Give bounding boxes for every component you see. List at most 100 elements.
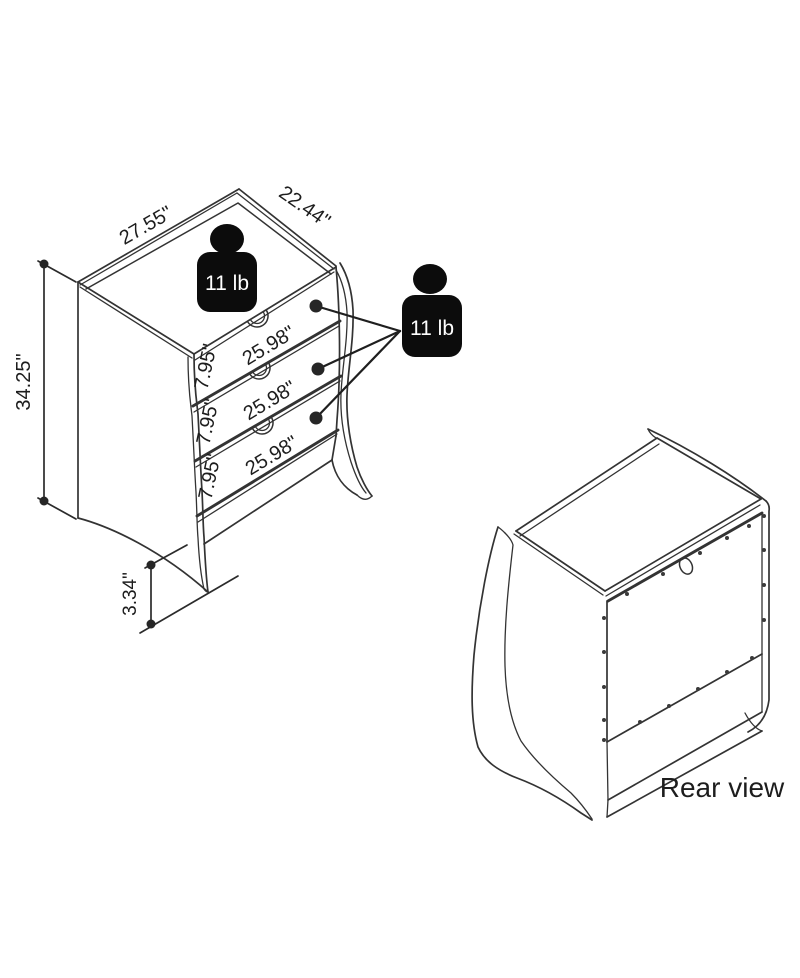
screw-dot (747, 524, 751, 528)
left-panel-bottom-arch (77, 517, 209, 593)
rear-right-panel-top-curve (647, 428, 767, 502)
back-panel-screws-top-row (625, 524, 751, 596)
rear-right-panel-tip (647, 428, 657, 439)
weight-icon-body (402, 295, 462, 357)
top-left-rim-edge (79, 192, 238, 286)
back-panel-bottom-edge (606, 653, 763, 743)
drawer-handle-arc (248, 361, 271, 380)
height-dimension-dot-bottom (39, 496, 49, 506)
drawer-face-right-edge (335, 266, 341, 437)
weight-icon-body (197, 252, 257, 312)
rear-top-left-edge-inner (519, 443, 660, 537)
top-surface-inner-edge (85, 202, 332, 290)
screw-dot (698, 551, 702, 555)
leg-height-dot-top (146, 560, 156, 570)
drawer-handle-arc (251, 416, 274, 435)
drawer-handle-arc-inner (251, 363, 268, 377)
screw-dot (667, 704, 671, 708)
rear-view-caption: Rear view (660, 772, 785, 803)
rear-view: Rear view (471, 428, 785, 821)
drawer-3-width-label: 25.98" (242, 432, 302, 480)
weight-icon-knob (413, 264, 447, 294)
leader-line-drawer-1 (314, 304, 402, 333)
base-right-edge (331, 435, 337, 461)
leader-dot-drawer-3 (309, 411, 323, 425)
top-weight-capacity-label: 11 lb (205, 272, 249, 295)
drawer-handle-arc-inner (249, 311, 266, 325)
leader-line-drawer-3 (314, 329, 402, 420)
leg-height-dot-bottom (146, 619, 156, 629)
screw-dot (638, 720, 642, 724)
cable-hole (678, 557, 694, 575)
screw-dot (602, 650, 606, 654)
drawer-1-height-label: 7.95" (191, 342, 222, 392)
left-panel-front-curve-inner (187, 356, 205, 590)
drawer-separator-2-lower (195, 380, 341, 468)
back-panel-screws-right-column (762, 514, 766, 622)
bottom-rail-screws (638, 656, 754, 724)
bottom-rail-left-edge (606, 741, 609, 801)
back-panel-top-edge (606, 511, 764, 603)
screw-dot (661, 572, 665, 576)
rear-top-near-left-edge-inner (513, 533, 604, 596)
height-dimension: 34.25" (13, 259, 77, 520)
drawer-handle-1 (246, 309, 269, 328)
drawer-face-top-edge (193, 266, 337, 355)
rear-left-side-panel (471, 526, 593, 821)
rear-top-near-left-edge (515, 530, 606, 592)
rear-left-blade-outer (471, 526, 593, 821)
rear-left-blade-tip (497, 526, 506, 534)
screw-dot (725, 536, 729, 540)
rear-right-side-panel (647, 428, 771, 733)
top-front-left-edge-inner (79, 286, 193, 359)
rear-top-left-edge (515, 437, 658, 532)
drawer-height-labels: 7.95" 7.95" 7.95" (191, 342, 226, 502)
screw-dot (725, 670, 729, 674)
drawer-handle-arc-inner (254, 418, 271, 432)
screw-dot (762, 514, 766, 518)
right-foot-tip (356, 494, 373, 500)
bottom-strip-bottom-edge (606, 730, 763, 818)
weight-leader-lines (309, 299, 402, 425)
weight-icon-drawers: 11 lb (402, 264, 462, 357)
leg-height-witness-bottom (139, 575, 239, 634)
screw-dot (762, 618, 766, 622)
rear-bottom-rail (606, 656, 763, 818)
drawer-handle-arc (246, 309, 269, 328)
drawer-separator-2 (193, 374, 343, 463)
rear-top-lip-mid-line (605, 504, 761, 597)
drawer-handle-3 (251, 416, 274, 435)
drawer-separator-1 (191, 319, 342, 408)
screw-dot (696, 687, 700, 691)
rear-right-foot-arc (744, 712, 763, 732)
rear-top-near-right-edge (604, 498, 762, 592)
leader-dot-drawer-1 (309, 299, 323, 313)
drawer-face (191, 266, 343, 545)
front-view: 34.25" 3.34" 27.55" 22.44" 25.98" 25.98"… (13, 182, 462, 634)
drawer-width-labels: 25.98" 25.98" 25.98" (239, 322, 302, 480)
screw-dot (762, 548, 766, 552)
leader-line-drawer-2 (316, 329, 402, 371)
top-right-outer-edge (238, 188, 337, 267)
right-panel-outer-curve (339, 262, 373, 497)
rear-top-surface (513, 437, 762, 597)
rear-left-blade-inner (504, 532, 593, 820)
right-side-panel (331, 262, 373, 500)
weight-icon-knob (210, 224, 244, 254)
height-label: 34.25" (13, 353, 35, 410)
drawer-handle-2 (248, 361, 271, 380)
left-front-foot-tip (203, 588, 209, 593)
rear-top-right-edge (656, 437, 762, 500)
screw-dot (762, 583, 766, 587)
screw-dot (750, 656, 754, 660)
leg-height-dimension: 3.34" (120, 544, 239, 634)
drawer-separator-3-lower (197, 433, 338, 523)
base-bottom-edge (203, 459, 333, 545)
bottom-strip-left-edge (606, 799, 609, 818)
drawer-separator-3 (195, 428, 340, 518)
right-front-leg-edge (331, 459, 358, 496)
drawer-weight-capacity-label: 11 lb (410, 317, 454, 340)
weight-icon-top: 11 lb (197, 224, 257, 312)
leg-height-label: 3.34" (120, 572, 141, 616)
